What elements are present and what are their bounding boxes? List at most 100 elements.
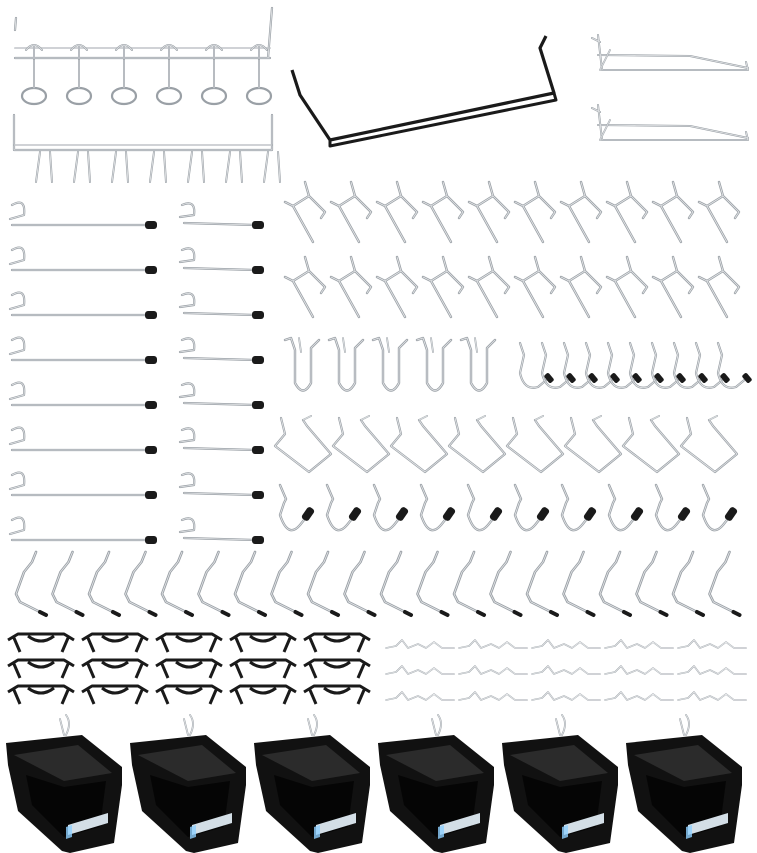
short-hook [178,382,264,409]
triangle-hook [621,415,681,474]
wire-clip [531,639,601,649]
angled-hook [513,180,557,244]
black-tip [395,507,409,521]
black-tip [630,507,644,521]
black-tip [252,446,264,454]
z-hook [708,550,742,617]
l-hook [372,483,409,532]
bar-hook [263,151,281,183]
long-hook [8,426,157,454]
black-tip [252,311,264,319]
bin-label [688,813,728,835]
long-hook [8,291,157,319]
black-tip [145,491,157,499]
angled-hook [651,255,695,319]
storage-bin-group [6,714,742,853]
angled-hook [283,255,327,319]
black-tip [252,536,264,544]
bar-hook [187,151,205,183]
triangle-hook [563,415,623,474]
black-tip [677,507,691,521]
triangle-hook-group [273,415,739,474]
black-tip [145,446,157,454]
black-tip [145,266,157,274]
l-hook [607,483,644,532]
black-lock-group [7,632,371,705]
z-hook [671,550,705,617]
triangle-hook [447,415,507,474]
l-hook [654,483,691,532]
wire-clip [604,665,674,675]
z-hook-group [14,550,742,617]
z-hook [87,550,121,617]
angled-hook [513,255,557,319]
z-hook [635,550,669,617]
black-tip [489,507,503,521]
bar-hook [225,151,243,183]
triangle-hook [389,415,449,474]
bin-label [440,813,480,835]
angled-hook [421,255,465,319]
black-tip [654,373,664,383]
black-lock [155,658,223,679]
short-hook [178,517,264,544]
black-tip [536,507,550,521]
angled-hook-group [283,180,741,319]
wire-clip [531,665,601,675]
wire-clip [458,639,528,649]
black-tip [252,401,264,409]
black-tip [632,373,642,383]
u-hook-group [283,336,497,392]
black-lock [303,658,371,679]
loop-hook [155,44,183,106]
loop-hook [110,44,138,106]
short-hook [178,427,264,454]
u-hook [415,336,453,392]
angled-hook [605,180,649,244]
straight-bar-strip [12,113,281,183]
z-hook [197,550,231,617]
bin-label [68,813,108,835]
angled-hook [329,255,373,319]
black-tip [676,373,686,383]
short-hook [178,292,264,319]
long-hook-group [8,201,157,544]
bin-label [316,813,356,835]
wire-clip [385,665,455,675]
z-hook [379,550,413,617]
tool-holder [591,104,749,141]
wire-clip [604,691,674,701]
black-lock [7,632,75,653]
black-tip [145,356,157,364]
storage-bin [130,714,246,853]
black-lock [229,632,297,653]
black-lock [303,684,371,705]
triangle-hook [505,415,565,474]
black-tip [442,507,456,521]
angled-hook [283,180,327,244]
storage-bin [502,714,618,853]
bar-hook [35,151,53,183]
black-tip [145,536,157,544]
tool-holder-group [591,34,749,141]
angled-hook [651,180,695,244]
bar-hook [111,151,129,183]
j-hook [518,341,554,389]
angled-hook [329,180,373,244]
z-hook [233,550,267,617]
tool-holder [591,34,749,71]
black-bar-holder [290,35,558,148]
short-hook-group [178,202,264,544]
angled-hook [467,255,511,319]
black-tip [252,491,264,499]
j-hook [716,341,752,389]
black-lock [229,684,297,705]
short-hook [178,472,264,499]
angled-hook [467,180,511,244]
j-hook [540,341,576,389]
black-tip [566,373,576,383]
angled-hook [375,180,419,244]
long-hook [8,201,157,229]
black-lock [81,658,149,679]
black-tip [301,507,315,521]
